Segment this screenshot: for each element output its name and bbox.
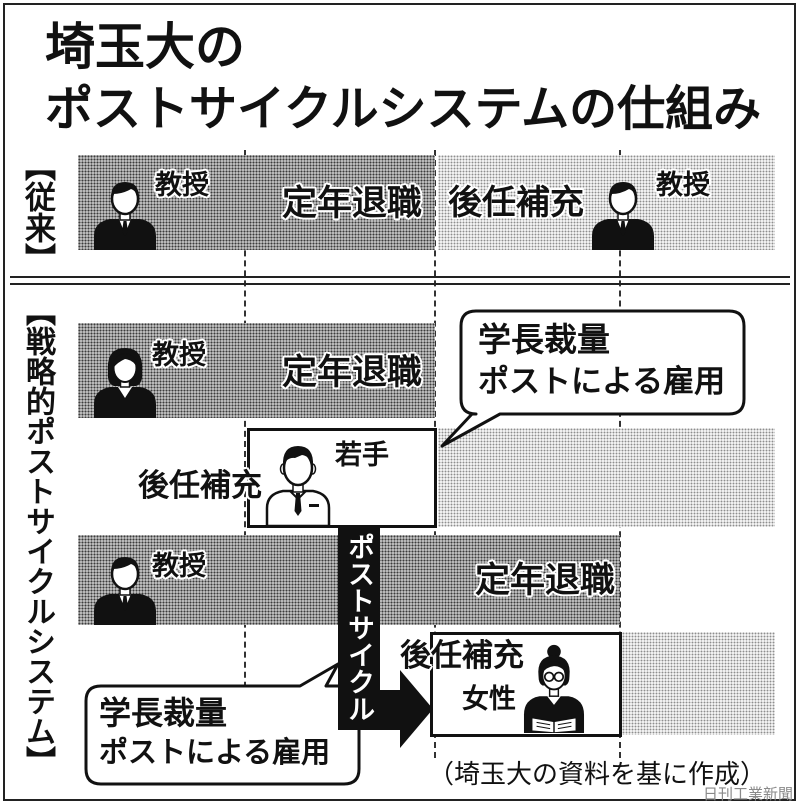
young-researcher-icon — [263, 436, 333, 526]
female-hire-role: 女性 — [462, 684, 516, 714]
outer-frame — [3, 3, 796, 801]
timeline-divider-1 — [244, 150, 246, 758]
strategic-first-retiring-role: 教授 — [152, 340, 206, 370]
post-cycle-arrow-label: ポストサイクル — [344, 533, 374, 722]
young-hire-role: 若手 — [335, 440, 389, 470]
male-professor-icon — [588, 170, 658, 250]
conventional-successor-event: 後任補充 — [448, 184, 584, 222]
male-professor-icon — [90, 545, 160, 625]
section-separator-lower — [10, 283, 790, 285]
bottom-callout-line-1: 学長裁量 — [99, 695, 228, 731]
publisher-credit: 日刊工業新聞 — [702, 786, 793, 803]
title-line-2: ポストサイクルシステムの仕組み — [45, 83, 762, 136]
strategic-second-retirement-event: 定年退職 — [475, 561, 616, 600]
section-separator-upper — [10, 276, 790, 278]
strategic-second-retiring-role: 教授 — [152, 551, 206, 581]
bottom-callout-line-2: ポストによる雇用 — [99, 737, 331, 769]
female-researcher-icon — [520, 641, 588, 733]
strategic-first-retirement-event: 定年退職 — [282, 353, 423, 392]
conventional-section-label: 【従来】 — [20, 150, 55, 274]
young-hire-label: 後任補充 — [138, 468, 262, 503]
young-hire-future-bar — [438, 428, 775, 527]
male-professor-icon — [90, 170, 160, 250]
female-hire-future-bar — [622, 632, 775, 735]
top-callout-line-1: 学長裁量 — [478, 321, 610, 358]
strategic-section-label: 【戦略的ポストサイクルシステム】 — [21, 296, 54, 776]
female-hire-label: 後任補充 — [400, 638, 524, 673]
conventional-retiring-role: 教授 — [155, 170, 209, 200]
top-callout-line-2: ポストによる雇用 — [478, 364, 726, 399]
title-line-1: 埼玉大の — [45, 19, 245, 75]
source-note: （埼玉大の資料を基に作成） — [428, 759, 767, 789]
conventional-retirement-event: 定年退職 — [282, 184, 423, 223]
female-professor-icon — [90, 338, 160, 418]
conventional-successor-role: 教授 — [656, 170, 710, 200]
